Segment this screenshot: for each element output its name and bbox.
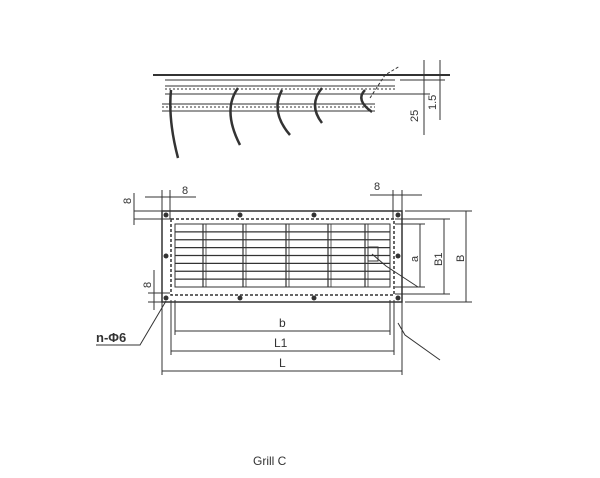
dim-left-top: 8 (122, 198, 134, 204)
mounting-hole (311, 295, 317, 301)
dim-top-left: 8 (182, 185, 188, 197)
mounting-hole (311, 212, 317, 218)
mounting-hole (395, 212, 401, 218)
dim-25: 25 (409, 110, 421, 122)
dim-1-5: 1.5 (427, 95, 439, 110)
mounting-hole (395, 295, 401, 301)
mounting-hole (237, 212, 243, 218)
dim-B: B (455, 255, 467, 262)
mounting-hole (237, 295, 243, 301)
mounting-hole (163, 253, 169, 259)
dim-left-bottom: 8 (142, 282, 154, 288)
hole-label: n-Φ6 (96, 330, 126, 345)
side-view: 25 1.5 (153, 60, 450, 159)
dim-a: a (409, 255, 421, 262)
mounting-hole (163, 212, 169, 218)
mounting-hole (395, 253, 401, 259)
dim-b: b (279, 316, 286, 330)
mounting-hole (163, 295, 169, 301)
dim-B1: B1 (433, 253, 445, 266)
caption: Grill C (253, 454, 287, 468)
dim-L: L (279, 356, 286, 370)
dim-L1: L1 (274, 336, 288, 350)
front-view: 8 8 8 8 a B1 B b L1 (96, 181, 472, 375)
dim-top-right: 8 (374, 181, 380, 193)
